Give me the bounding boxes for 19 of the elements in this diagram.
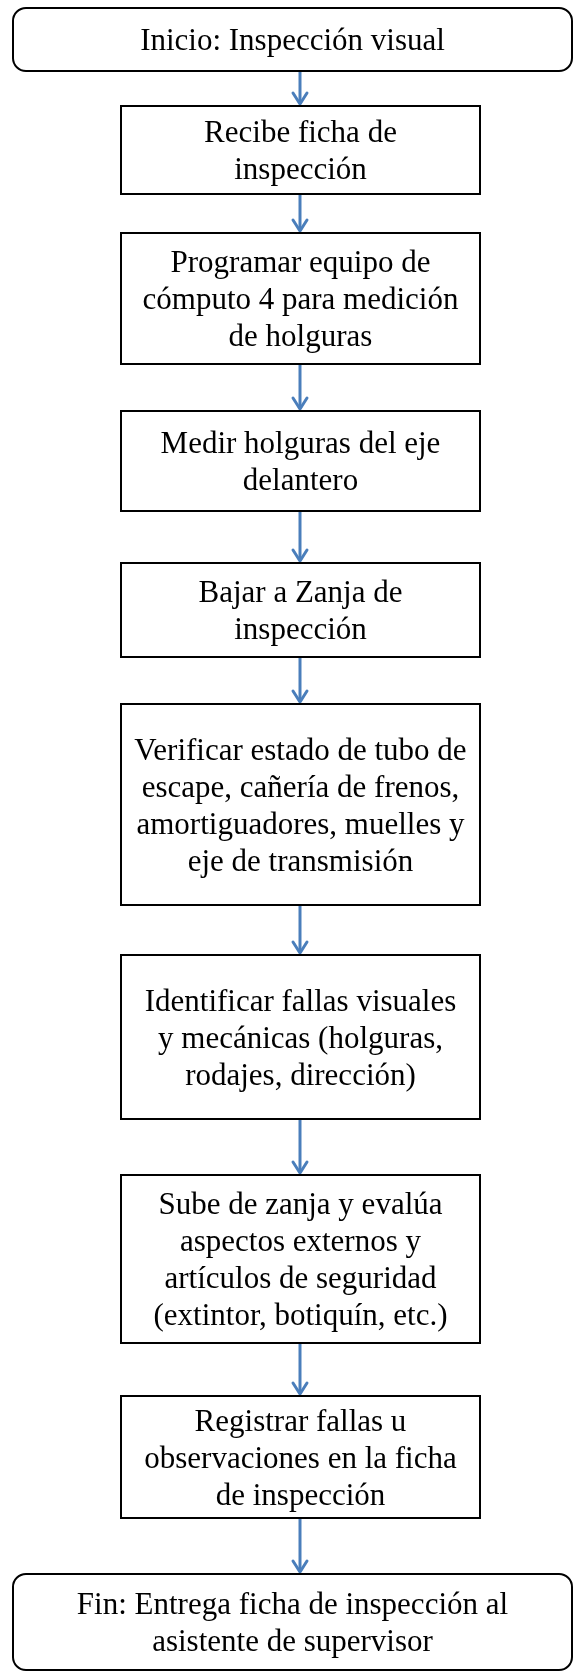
process-box: Registrar fallas u observaciones en la ficha de inspección [120, 1395, 481, 1519]
process-box: Sube de zanja y evalúa aspectos externos y artículos de seguridad (extintor, botiquín, etc.) [120, 1174, 481, 1344]
process-box: Bajar a Zanja de inspección [120, 562, 481, 658]
process-box: Verificar estado de tubo de escape, cañería de frenos, amortiguadores, muelles y eje de transmisión [120, 703, 481, 906]
terminal-box: Inicio: Inspección visual [12, 7, 573, 72]
process-box: Recibe ficha de inspección [120, 105, 481, 195]
arrow [291, 512, 309, 563]
arrow [291, 1344, 309, 1396]
arrow [291, 906, 309, 955]
process-box: Medir holguras del eje delantero [120, 410, 481, 512]
arrow [291, 658, 309, 704]
process-box: Identificar fallas visuales y mecánicas (holguras, rodajes, dirección) [120, 954, 481, 1120]
process-box: Programar equipo de cómputo 4 para medición de holguras [120, 232, 481, 365]
arrow [291, 1519, 309, 1574]
terminal-box: Fin: Entrega ficha de inspección al asistente de supervisor [12, 1573, 573, 1671]
arrow [291, 72, 309, 106]
arrow [291, 365, 309, 411]
arrow [291, 1120, 309, 1175]
arrow [291, 195, 309, 233]
